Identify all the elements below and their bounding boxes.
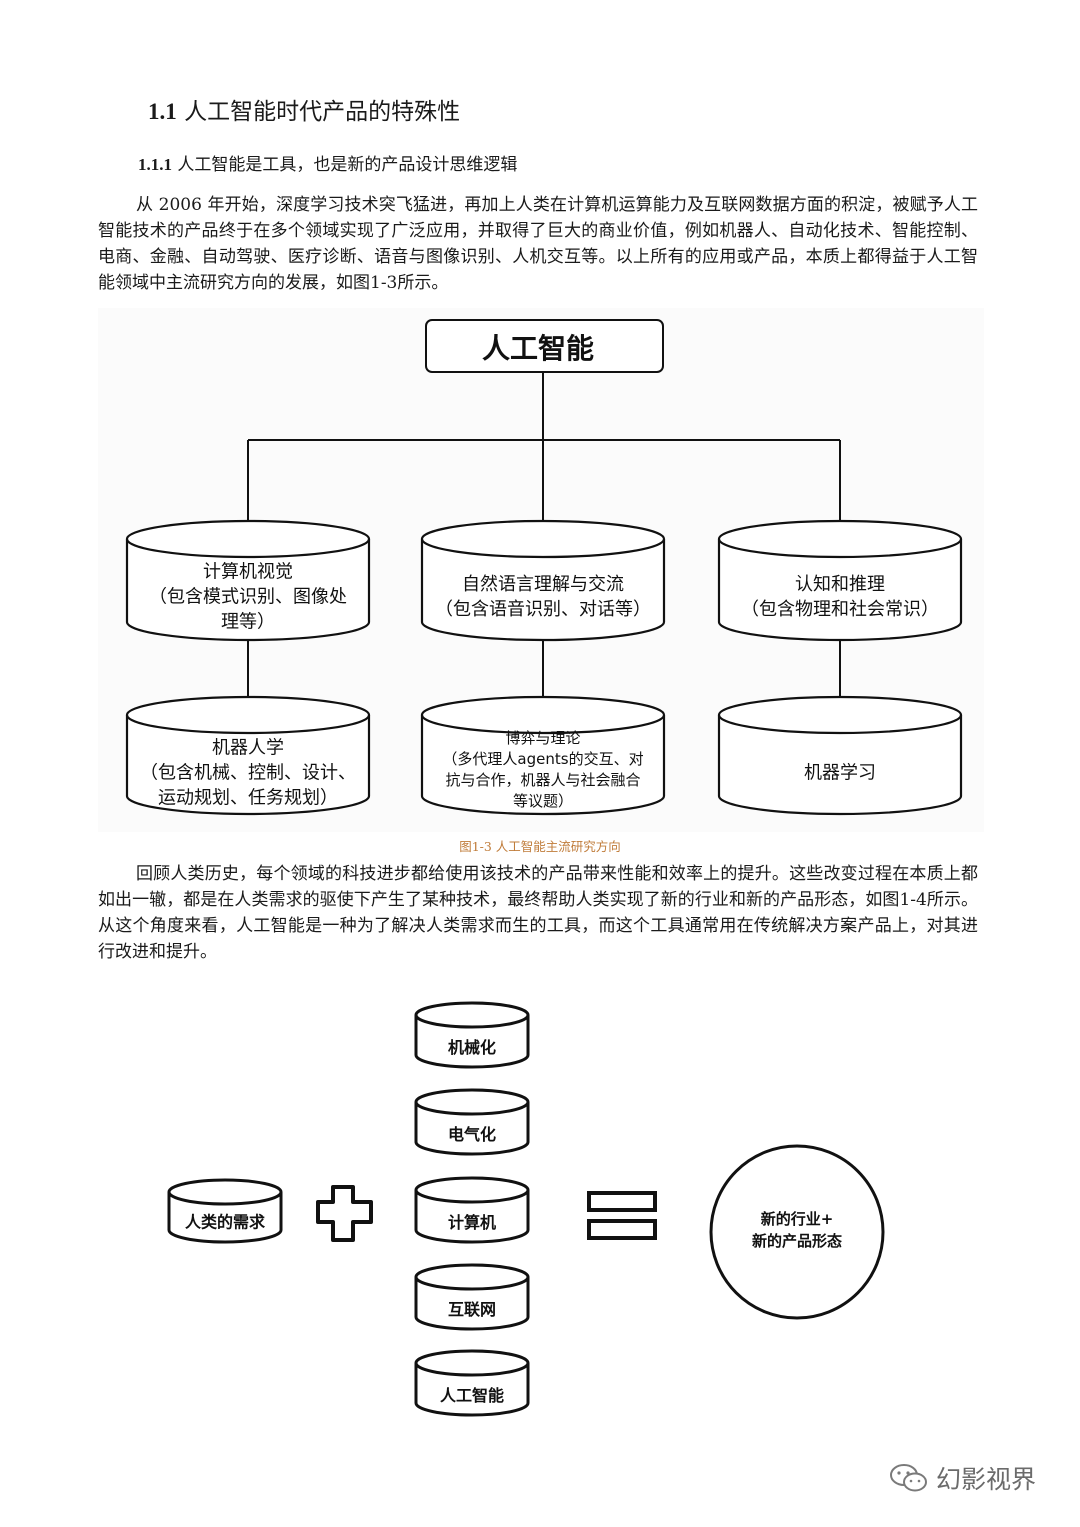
tech-2: 电气化	[414, 1088, 530, 1156]
top-node-3: 认知和推理 （包含物理和社会常识）	[717, 519, 963, 642]
bottom-node-1-label-line-2: （包含机械、控制、设计、	[140, 762, 356, 783]
tech-5-body	[414, 1349, 530, 1417]
tech-4: 互联网	[414, 1263, 530, 1331]
result-line-1: 新的行业+	[761, 1210, 834, 1228]
tech-4-rim	[414, 1276, 530, 1291]
human-needs-cylinder: 人类的需求	[167, 1178, 283, 1244]
equals-icon	[587, 1191, 657, 1240]
bottom-node-3-label-line-1: 机器学习	[804, 762, 876, 783]
human-needs-label-line-1: 人类的需求	[185, 1213, 266, 1232]
bottom-node-2-label-line-1: 博弈与理论	[505, 729, 580, 747]
tech-2-label: 电气化	[448, 1125, 496, 1144]
tech-2-body	[414, 1088, 530, 1156]
subsection-heading: 1.1.1 人工智能是工具，也是新的产品设计思维逻辑	[138, 150, 517, 175]
wechat-icon	[890, 1464, 927, 1492]
top-node-2-body	[420, 519, 666, 642]
top-node-2: 自然语言理解与交流 （包含语音识别、对话等）	[420, 519, 666, 642]
bottom-node-1-rim	[125, 714, 371, 735]
result-line-2: 新的产品形态	[752, 1232, 842, 1250]
section-title: 人工智能时代产品的特殊性	[184, 99, 461, 125]
result-circle	[709, 1144, 885, 1320]
top-node-3-body	[717, 519, 963, 642]
human-needs-body	[167, 1178, 283, 1244]
subsection-title: 人工智能是工具，也是新的产品设计思维逻辑	[177, 155, 518, 175]
top-node-2-label-line-2: （包含语音识别、对话等）	[435, 599, 651, 620]
tech-3-rim	[414, 1189, 530, 1204]
bottom-node-1: 机器人学 （包含机械、控制、设计、运动规划、任务规划）	[125, 695, 371, 816]
human-needs: 人类的需求	[167, 1178, 283, 1244]
bottom-node-1-label-line-3: 运动规划、任务规划）	[158, 787, 338, 808]
top-node-1-body	[125, 519, 371, 642]
section-number: 1.1	[148, 99, 177, 124]
tech-3: 计算机	[414, 1176, 530, 1244]
tech-4-body	[414, 1263, 530, 1331]
section-heading: 1.1 人工智能时代产品的特殊性	[148, 92, 460, 126]
bottom-node-2-label-line-4: 等议题）	[513, 792, 573, 810]
top-node-2-rim	[420, 538, 666, 559]
top-node-1-label-line-1: 计算机视觉	[203, 561, 293, 582]
figure-1-3-caption: 图1-3 人工智能主流研究方向	[459, 839, 621, 854]
top-node-3-label-line-1: 认知和推理	[795, 574, 885, 595]
tech-1-body	[414, 1001, 530, 1069]
watermark-text: 幻影视界	[936, 1465, 1037, 1494]
plus-icon	[316, 1185, 373, 1242]
top-node-1-label-line-2: （包含模式识别、图像处	[149, 586, 347, 607]
tech-3-label: 计算机	[448, 1213, 496, 1232]
bottom-node-1-body	[125, 695, 371, 816]
root-node-box	[425, 319, 664, 373]
watermark: 幻影视界	[888, 1458, 1036, 1498]
tree-connectors	[247, 372, 841, 705]
subsection-number: 1.1.1	[138, 155, 172, 174]
tech-1-label: 机械化	[448, 1038, 496, 1057]
root-node-label: 人工智能	[482, 332, 594, 365]
bottom-node-3-rim	[717, 714, 963, 735]
bottom-node-2-label-line-2: （多代理人agents的交互、对	[442, 750, 643, 768]
bottom-node-2-rim	[420, 714, 666, 735]
tech-3-body	[414, 1176, 530, 1244]
paragraph-2: 回顾人类历史，每个领域的科技进步都给使用该技术的产品带来性能和效率上的提升。这些…	[98, 864, 978, 962]
bottom-node-2-body	[420, 695, 666, 816]
tech-5-label: 人工智能	[440, 1386, 504, 1405]
tech-5: 人工智能	[414, 1349, 530, 1417]
tech-2-rim	[414, 1101, 530, 1116]
tech-5-rim	[414, 1362, 530, 1377]
top-node-1-label-line-3: 理等）	[221, 611, 275, 632]
top-node-3-rim	[717, 538, 963, 559]
bottom-node-3-body	[717, 695, 963, 816]
human-needs-rim	[167, 1191, 283, 1206]
top-node-3-label-line-2: （包含物理和社会常识）	[741, 599, 939, 620]
top-node-1-rim	[125, 538, 371, 559]
bottom-node-2-label-line-3: 抗与合作，机器人与社会融合	[445, 771, 640, 789]
tech-1: 机械化	[414, 1001, 530, 1069]
bottom-node-3: 机器学习	[717, 695, 963, 816]
top-node-2-label-line-1: 自然语言理解与交流	[462, 574, 624, 595]
tech-4-label: 互联网	[448, 1300, 496, 1319]
bottom-node-1-label-line-1: 机器人学	[212, 737, 284, 758]
paragraph-1: 从 2006 年开始，深度学习技术突飞猛进，再加上人类在计算机运算能力及互联网数…	[98, 195, 978, 293]
tech-1-rim	[414, 1014, 530, 1029]
